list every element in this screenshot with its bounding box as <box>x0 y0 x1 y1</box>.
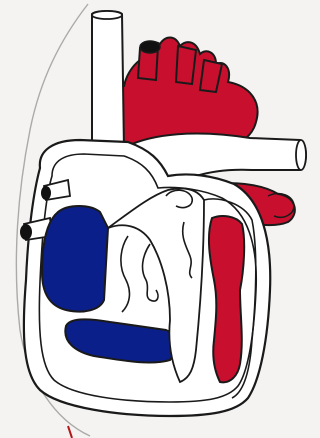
pulmonary-artery-rim <box>296 140 306 170</box>
brachiocephalic-opening <box>140 41 160 53</box>
ivc-lower-opening <box>20 224 32 240</box>
right-atrium <box>42 206 108 312</box>
ivc-upper-opening <box>41 186 51 200</box>
svc-top-rim <box>92 11 122 19</box>
left-common-carotid-artery <box>176 46 196 84</box>
superior-vena-cava <box>92 11 124 150</box>
bottom-red-mark <box>68 426 72 438</box>
